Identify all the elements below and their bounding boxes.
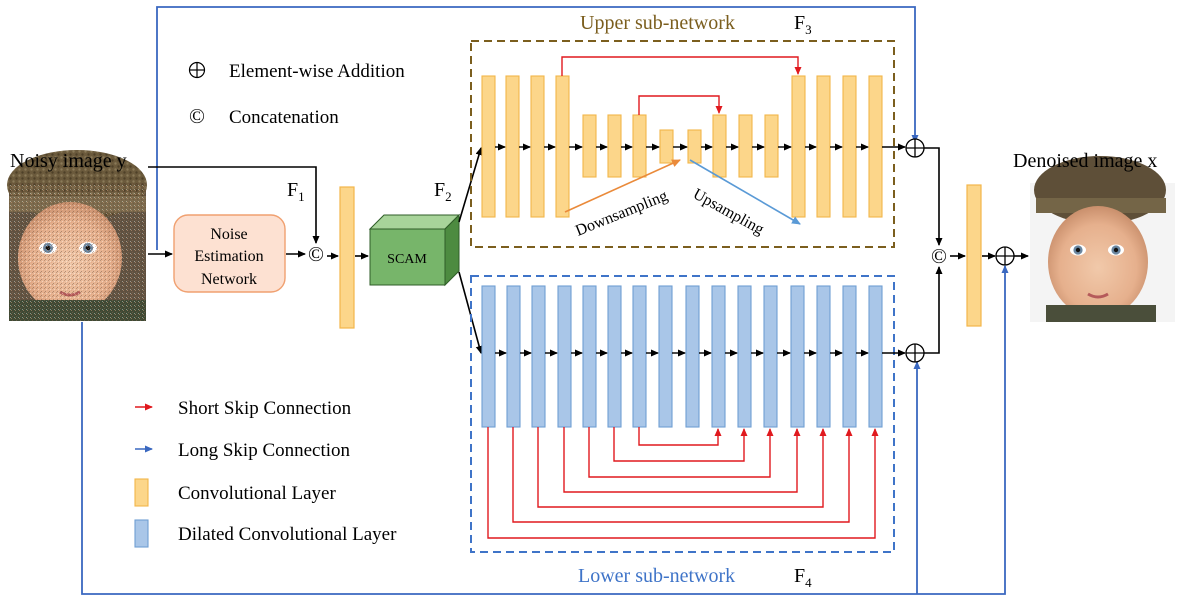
- noise-label-line3: Network: [201, 271, 257, 288]
- noise-label-line1: Noise: [210, 226, 247, 243]
- upper-short-skip-outer: [561, 56, 802, 76]
- legend-dilated-label: Dilated Convolutional Layer: [178, 524, 397, 545]
- lower-short-skip-6: [512, 427, 853, 523]
- lower-dilated-2: [506, 285, 521, 428]
- upsampling-arrow: [689, 159, 801, 225]
- lower-dilated-11: [737, 285, 752, 428]
- upper-conv-3: [530, 75, 545, 218]
- noise-label-line2: Estimation: [194, 248, 263, 265]
- lower-short-skip-3: [588, 427, 774, 478]
- legend-dilated-icon: [134, 519, 149, 548]
- upper-conv-6: [607, 114, 622, 178]
- upper-conv-16: [868, 75, 883, 218]
- lower-dilated-8: [658, 285, 673, 428]
- lower-short-skips: [487, 427, 879, 539]
- legend-conv-label: Convolutional Layer: [178, 483, 336, 504]
- lower-short-skip-4: [563, 427, 801, 493]
- legend-short-skip-label: Short Skip Connection: [178, 398, 352, 419]
- concat-symbol-2: ©: [931, 244, 947, 268]
- upper-conv-14: [816, 75, 831, 218]
- lower-dilated-16: [868, 285, 883, 428]
- upper-conv-8: [659, 129, 674, 164]
- legend-conv-icon: [134, 478, 149, 507]
- upper-conv-2: [505, 75, 520, 218]
- lower-dilated-15: [842, 285, 857, 428]
- lower-dilated-1: [481, 285, 496, 428]
- lower-short-skip-7: [487, 427, 879, 539]
- downsampling-arrow: [564, 159, 681, 213]
- lower-subnetwork-label: Lower sub-network: [578, 565, 735, 587]
- lower-dilated-9: [685, 285, 700, 428]
- output-label: Denoised image x: [1013, 150, 1157, 172]
- lower-dilated-7: [632, 285, 647, 428]
- upper-subnetwork-box: [470, 40, 895, 248]
- add-node-lower: [905, 343, 925, 363]
- noisy-input-image: [7, 150, 147, 321]
- upper-conv-12: [764, 114, 779, 178]
- long-skip-top-line: [156, 6, 919, 250]
- lower-dilated-5: [582, 285, 597, 428]
- downsampling-label: Downsampling: [573, 187, 670, 239]
- flow-input-to-concat: [148, 166, 320, 244]
- lower-dilated-4: [557, 285, 572, 428]
- upper-conv-11: [738, 114, 753, 178]
- legend-addition-label: Element-wise Addition: [229, 61, 405, 82]
- f3-label: F3: [794, 12, 812, 37]
- f4-label: F4: [794, 565, 812, 590]
- upper-conv-15: [842, 75, 857, 218]
- upper-conv-layers: [481, 75, 883, 218]
- lower-dilated-6: [607, 285, 622, 428]
- add-node-final: [995, 246, 1015, 266]
- upper-conv-13: [791, 75, 806, 218]
- concat-symbol-1: ©: [308, 242, 324, 266]
- lower-dilated-10: [711, 285, 726, 428]
- upper-conv-7: [632, 114, 647, 178]
- lower-dilated-layers: [481, 285, 883, 428]
- lower-dilated-3: [531, 285, 546, 428]
- upper-conv-9: [687, 129, 702, 164]
- conv-layer-after-concat: [339, 186, 355, 329]
- upsampling-label: Upsampling: [690, 186, 767, 239]
- legend-long-skip-label: Long Skip Connection: [178, 440, 351, 461]
- upper-conv-1: [481, 75, 496, 218]
- legend-concat-label: Concatenation: [229, 107, 339, 128]
- add-node-upper: [905, 138, 925, 158]
- lower-dilated-13: [790, 285, 805, 428]
- upper-conv-10: [712, 114, 727, 178]
- legend-concat-icon: ©: [189, 104, 205, 128]
- lower-dilated-12: [763, 285, 778, 428]
- upper-conv-4: [555, 75, 570, 218]
- flow-lower-add-to-concat: [924, 266, 943, 354]
- upper-subnetwork-label: Upper sub-network: [580, 12, 735, 34]
- lower-short-skip-1: [638, 427, 722, 446]
- long-skip-bottom-line: [81, 265, 1009, 595]
- denoised-output-image: [1030, 156, 1175, 322]
- flow-upper-add-to-concat: [924, 147, 943, 246]
- upper-short-skip-inner: [638, 95, 723, 115]
- lower-short-skip-2: [613, 427, 748, 462]
- conv-layer-final: [966, 184, 982, 327]
- lower-dilated-14: [816, 285, 831, 428]
- flow-scam-to-upper: [458, 147, 483, 223]
- upper-conv-5: [582, 114, 597, 178]
- scam-block: [368, 213, 461, 287]
- scam-label: SCAM: [387, 252, 427, 267]
- flow-scam-to-lower: [458, 271, 483, 354]
- f2-label: F2: [434, 179, 452, 204]
- noise-estimation-box: [173, 214, 286, 293]
- lower-subnetwork-box: [470, 275, 895, 553]
- f1-label: F1: [287, 179, 305, 204]
- legend-addition-icon: [188, 61, 206, 79]
- lower-short-skip-5: [537, 427, 827, 508]
- input-label: Noisy image y: [10, 150, 127, 172]
